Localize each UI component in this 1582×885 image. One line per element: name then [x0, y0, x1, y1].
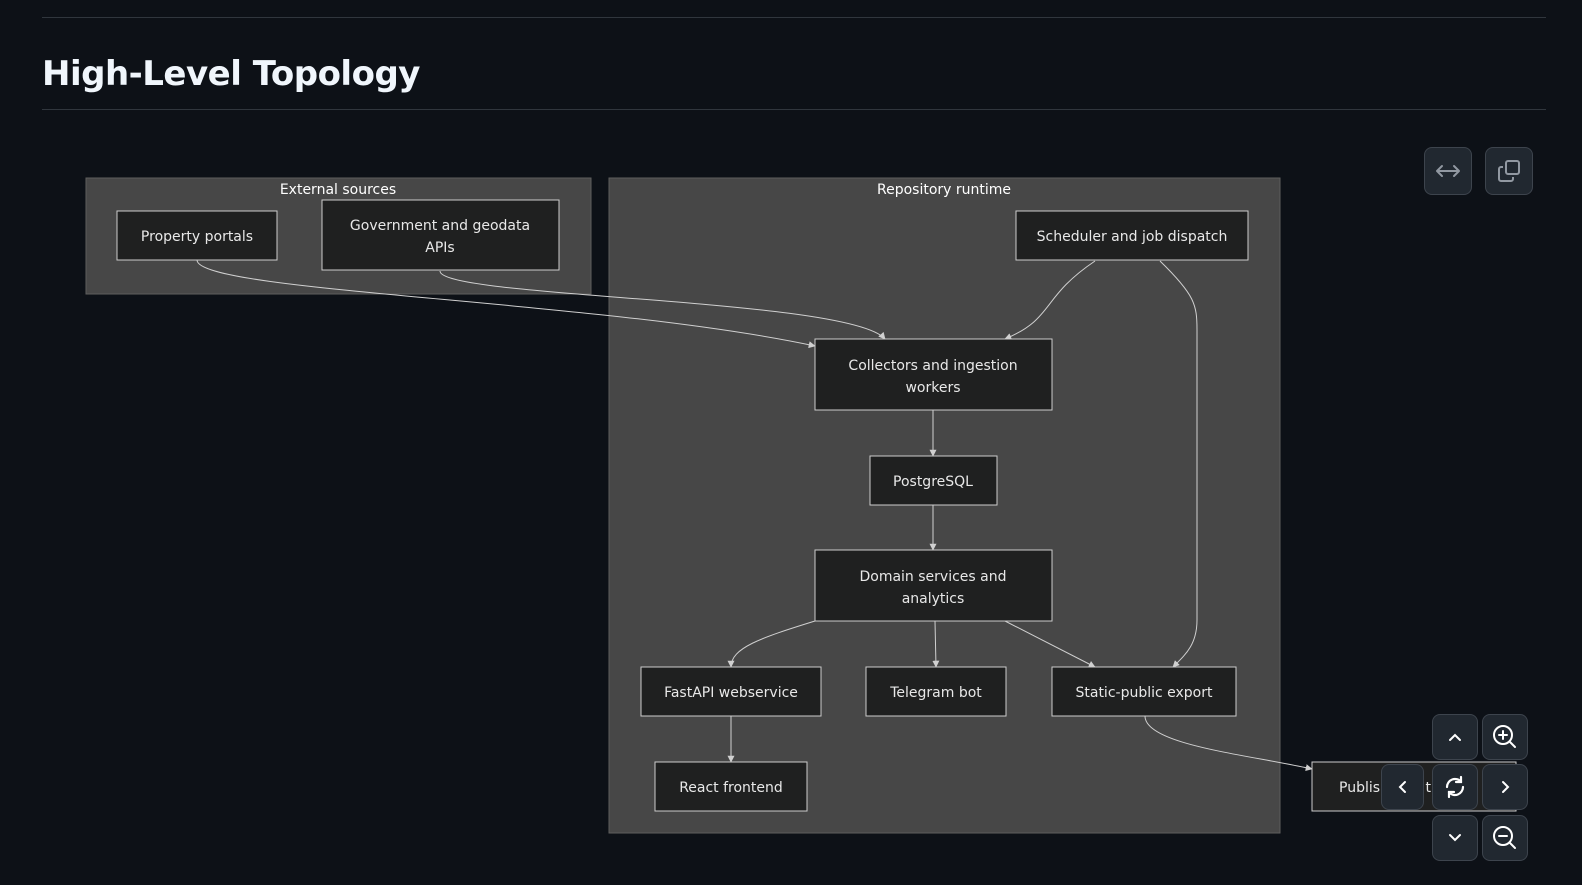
svg-text:APIs: APIs	[425, 240, 454, 256]
cluster-label: Repository runtime	[877, 182, 1011, 198]
reset-icon	[1445, 775, 1465, 799]
node-scheduler[interactable]: Scheduler and job dispatch	[1015, 210, 1249, 261]
node-collectors[interactable]: Collectors and ingestion workers	[814, 338, 1053, 411]
pan-down-button[interactable]	[1432, 815, 1478, 861]
node-react-frontend[interactable]: React frontend	[654, 761, 808, 812]
copy-icon	[1498, 160, 1520, 182]
node-postgresql[interactable]: PostgreSQL	[869, 455, 998, 506]
node-domain-services[interactable]: Domain services and analytics	[814, 549, 1053, 622]
zoom-in-icon	[1493, 725, 1516, 748]
edges	[196, 259, 1313, 772]
edge-domain-fastapi	[727, 620, 816, 668]
svg-text:PostgreSQL: PostgreSQL	[893, 474, 973, 490]
zoom-out-button[interactable]	[1482, 815, 1528, 861]
svg-text:Static-public export: Static-public export	[1075, 685, 1213, 701]
node-government-apis[interactable]: Government and geodata APIs	[321, 199, 560, 271]
chevron-left-icon	[1398, 781, 1406, 793]
edge-portals-collectors	[196, 259, 816, 349]
edge-static-publish	[1144, 715, 1313, 772]
top-divider	[42, 17, 1546, 18]
copy-button[interactable]	[1485, 147, 1533, 195]
edge-domain-static	[1004, 620, 1096, 668]
pan-up-button[interactable]	[1432, 714, 1478, 760]
arrows-horizontal-icon	[1436, 165, 1460, 177]
chevron-right-icon	[1502, 781, 1510, 793]
svg-text:t: t	[1426, 780, 1432, 796]
node-fastapi[interactable]: FastAPI webservice	[640, 666, 822, 717]
chevron-up-icon	[1449, 733, 1461, 741]
edge-apis-collectors	[439, 270, 886, 340]
svg-text:analytics: analytics	[902, 591, 965, 607]
node-telegram-bot[interactable]: Telegram bot	[865, 666, 1007, 717]
fit-width-button[interactable]	[1424, 147, 1472, 195]
pan-left-button[interactable]	[1381, 764, 1424, 810]
svg-text:FastAPI webservice: FastAPI webservice	[664, 685, 798, 701]
zoom-in-button[interactable]	[1482, 714, 1528, 760]
edge-scheduler-static	[1159, 260, 1198, 668]
edge-domain-telegram	[932, 620, 940, 668]
node-static-export[interactable]: Static-public export	[1051, 666, 1237, 717]
svg-text:Domain services and: Domain services and	[859, 569, 1006, 585]
chevron-down-icon	[1449, 834, 1461, 842]
heading-divider	[42, 109, 1546, 110]
cluster-label: External sources	[280, 182, 396, 198]
section-heading: High-Level Topology	[42, 54, 420, 94]
svg-text:Government and geodata: Government and geodata	[350, 218, 530, 234]
svg-text:workers: workers	[905, 380, 960, 396]
edge-scheduler-collectors	[1004, 260, 1096, 340]
svg-text:Collectors and ingestion: Collectors and ingestion	[848, 358, 1017, 374]
reset-view-button[interactable]	[1432, 764, 1478, 810]
svg-text:React frontend: React frontend	[679, 780, 783, 796]
node-property-portals[interactable]: Property portals	[116, 210, 278, 261]
pan-right-button[interactable]	[1482, 764, 1528, 810]
svg-text:Property portals: Property portals	[141, 229, 253, 245]
svg-text:Scheduler and job dispatch: Scheduler and job dispatch	[1037, 229, 1228, 245]
zoom-out-icon	[1493, 826, 1516, 849]
svg-text:Telegram bot: Telegram bot	[889, 685, 982, 701]
svg-text:Publish: Publish	[1339, 780, 1389, 796]
